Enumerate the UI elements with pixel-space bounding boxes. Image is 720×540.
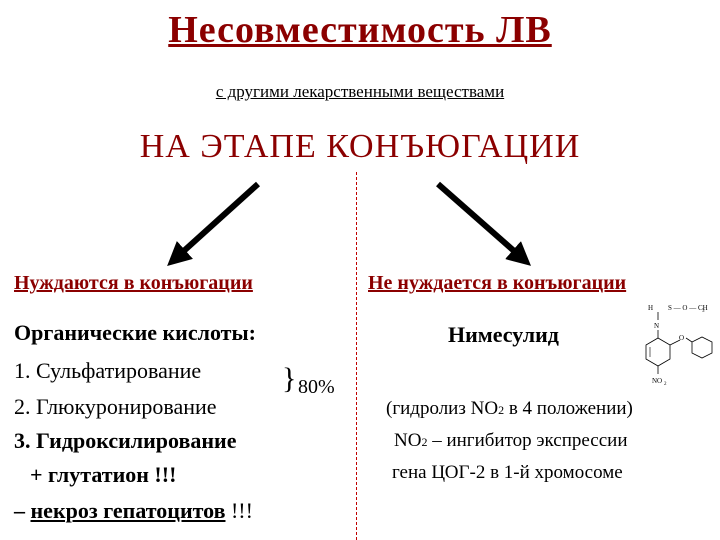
organic-acids-title: Органические кислоты: bbox=[14, 320, 256, 345]
necrosis-note: – некроз гепатоцитов !!! bbox=[14, 498, 253, 524]
nh-label: H bbox=[648, 304, 653, 312]
hydrolysis-note: (гидролиз NO2 в 4 положении) bbox=[386, 398, 633, 420]
inhibitor-sub: 2 bbox=[421, 435, 428, 449]
gene-note: гена ЦОГ-2 в 1-й хромосоме bbox=[392, 462, 623, 483]
hydrolysis-pre: (гидролиз NO bbox=[386, 398, 499, 419]
necrosis-text: некроз гепатоцитов bbox=[30, 498, 226, 523]
left-arrow bbox=[167, 181, 261, 267]
inhibitor-pre: NO bbox=[394, 430, 422, 451]
n-label: N bbox=[654, 322, 659, 330]
list-item-glucuronidation: 2. Глюкуронирование bbox=[14, 394, 217, 419]
hydrolysis-sub: 2 bbox=[498, 403, 505, 417]
ch3-sub: 3 bbox=[702, 309, 705, 314]
no2-label: NO bbox=[652, 377, 662, 385]
inhibitor-post: – ингибитор экспрессии bbox=[427, 430, 628, 451]
so2-label: S — O — CH bbox=[668, 304, 708, 312]
list-item-sulfation: 1. Сульфатирование bbox=[14, 358, 202, 383]
drug-name: Нимесулид bbox=[448, 322, 559, 347]
glutathione-note: + глутатион !!! bbox=[30, 462, 177, 487]
page-title: Несовместимость ЛВ bbox=[168, 9, 552, 51]
list-item-hydroxylation: 3. Гидроксилирование bbox=[14, 428, 237, 453]
right-column-heading: Не нуждается в конъюгации bbox=[368, 272, 627, 294]
stage-heading: НА ЭТАПЕ КОНЪЮГАЦИИ bbox=[139, 128, 581, 165]
hydrolysis-post: в 4 положении) bbox=[504, 398, 633, 419]
page-subtitle: с другими лекарственными веществами bbox=[215, 82, 505, 101]
inhibitor-note: NO2 – ингибитор экспрессии bbox=[394, 430, 628, 452]
left-column-heading: Нуждаются в конъюгации bbox=[14, 272, 253, 294]
necrosis-tail: !!! bbox=[230, 498, 253, 523]
center-divider bbox=[356, 172, 357, 540]
nimesulide-structure-icon: H S — O — CH 3 N O NO 2 bbox=[645, 304, 713, 387]
right-arrow bbox=[436, 181, 532, 266]
grouping-brace: } bbox=[282, 362, 297, 395]
no2-sub: 2 bbox=[664, 382, 667, 387]
percent-label: 80% bbox=[298, 376, 335, 398]
necrosis-dash: – bbox=[14, 498, 25, 523]
o-label: O bbox=[679, 334, 684, 342]
